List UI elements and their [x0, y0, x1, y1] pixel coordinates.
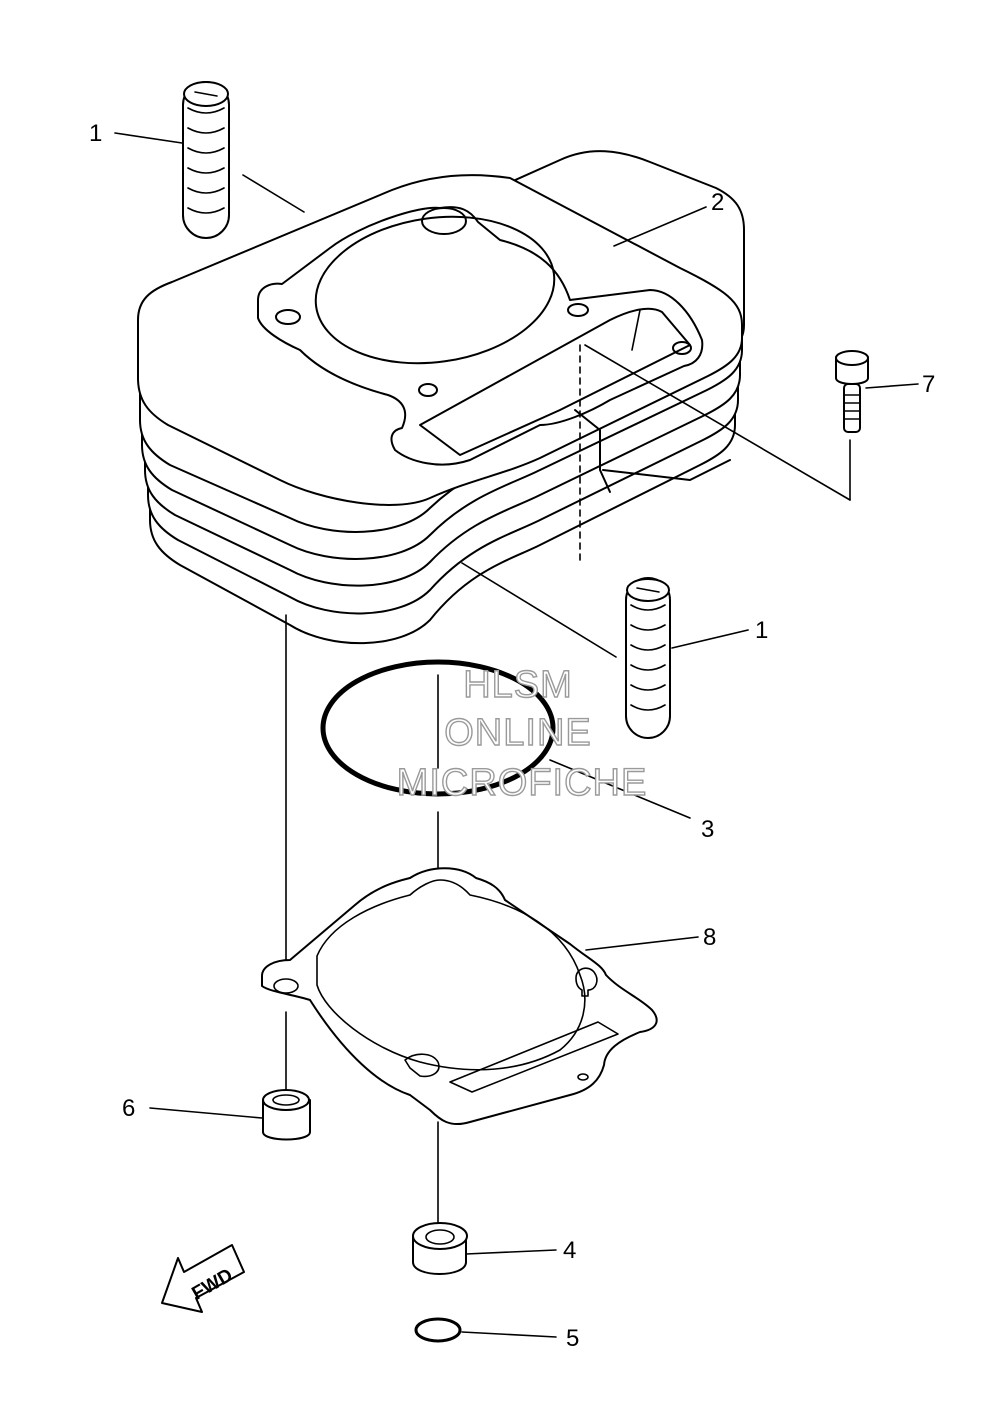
o-ring-large[interactable]: [320, 659, 556, 797]
callout-5: 5: [566, 1325, 579, 1352]
dowel-pin-top[interactable]: [182, 81, 230, 239]
callout-1-right: 1: [755, 617, 768, 644]
cylinder-block[interactable]: [137, 150, 745, 645]
callout-1-top: 1: [89, 120, 102, 147]
bolt[interactable]: [835, 350, 869, 433]
fwd-arrow: FWD: [161, 1244, 245, 1313]
callout-7: 7: [922, 371, 935, 398]
watermark-line-1: HLSM: [463, 664, 573, 706]
dowel-bottom[interactable]: [412, 1222, 468, 1275]
callout-3: 3: [701, 816, 714, 843]
callout-2: 2: [711, 189, 724, 216]
callout-4: 4: [563, 1237, 576, 1264]
dowel-pin-right[interactable]: [625, 577, 671, 739]
o-ring-small[interactable]: [414, 1317, 462, 1343]
watermark-line-2: ONLINE: [444, 712, 591, 754]
dowel-left[interactable]: [262, 1089, 311, 1141]
callout-6: 6: [122, 1095, 135, 1122]
callout-labels: 1 2 3 4 5 6 7 8 1: [89, 120, 935, 1352]
watermark: HLSM ONLINE MICROFICHE: [396, 663, 648, 804]
callout-leaders: [114, 132, 919, 1338]
watermark-line-3: MICROFICHE: [397, 762, 648, 804]
base-gasket[interactable]: [261, 867, 658, 1126]
callout-8: 8: [703, 924, 716, 951]
